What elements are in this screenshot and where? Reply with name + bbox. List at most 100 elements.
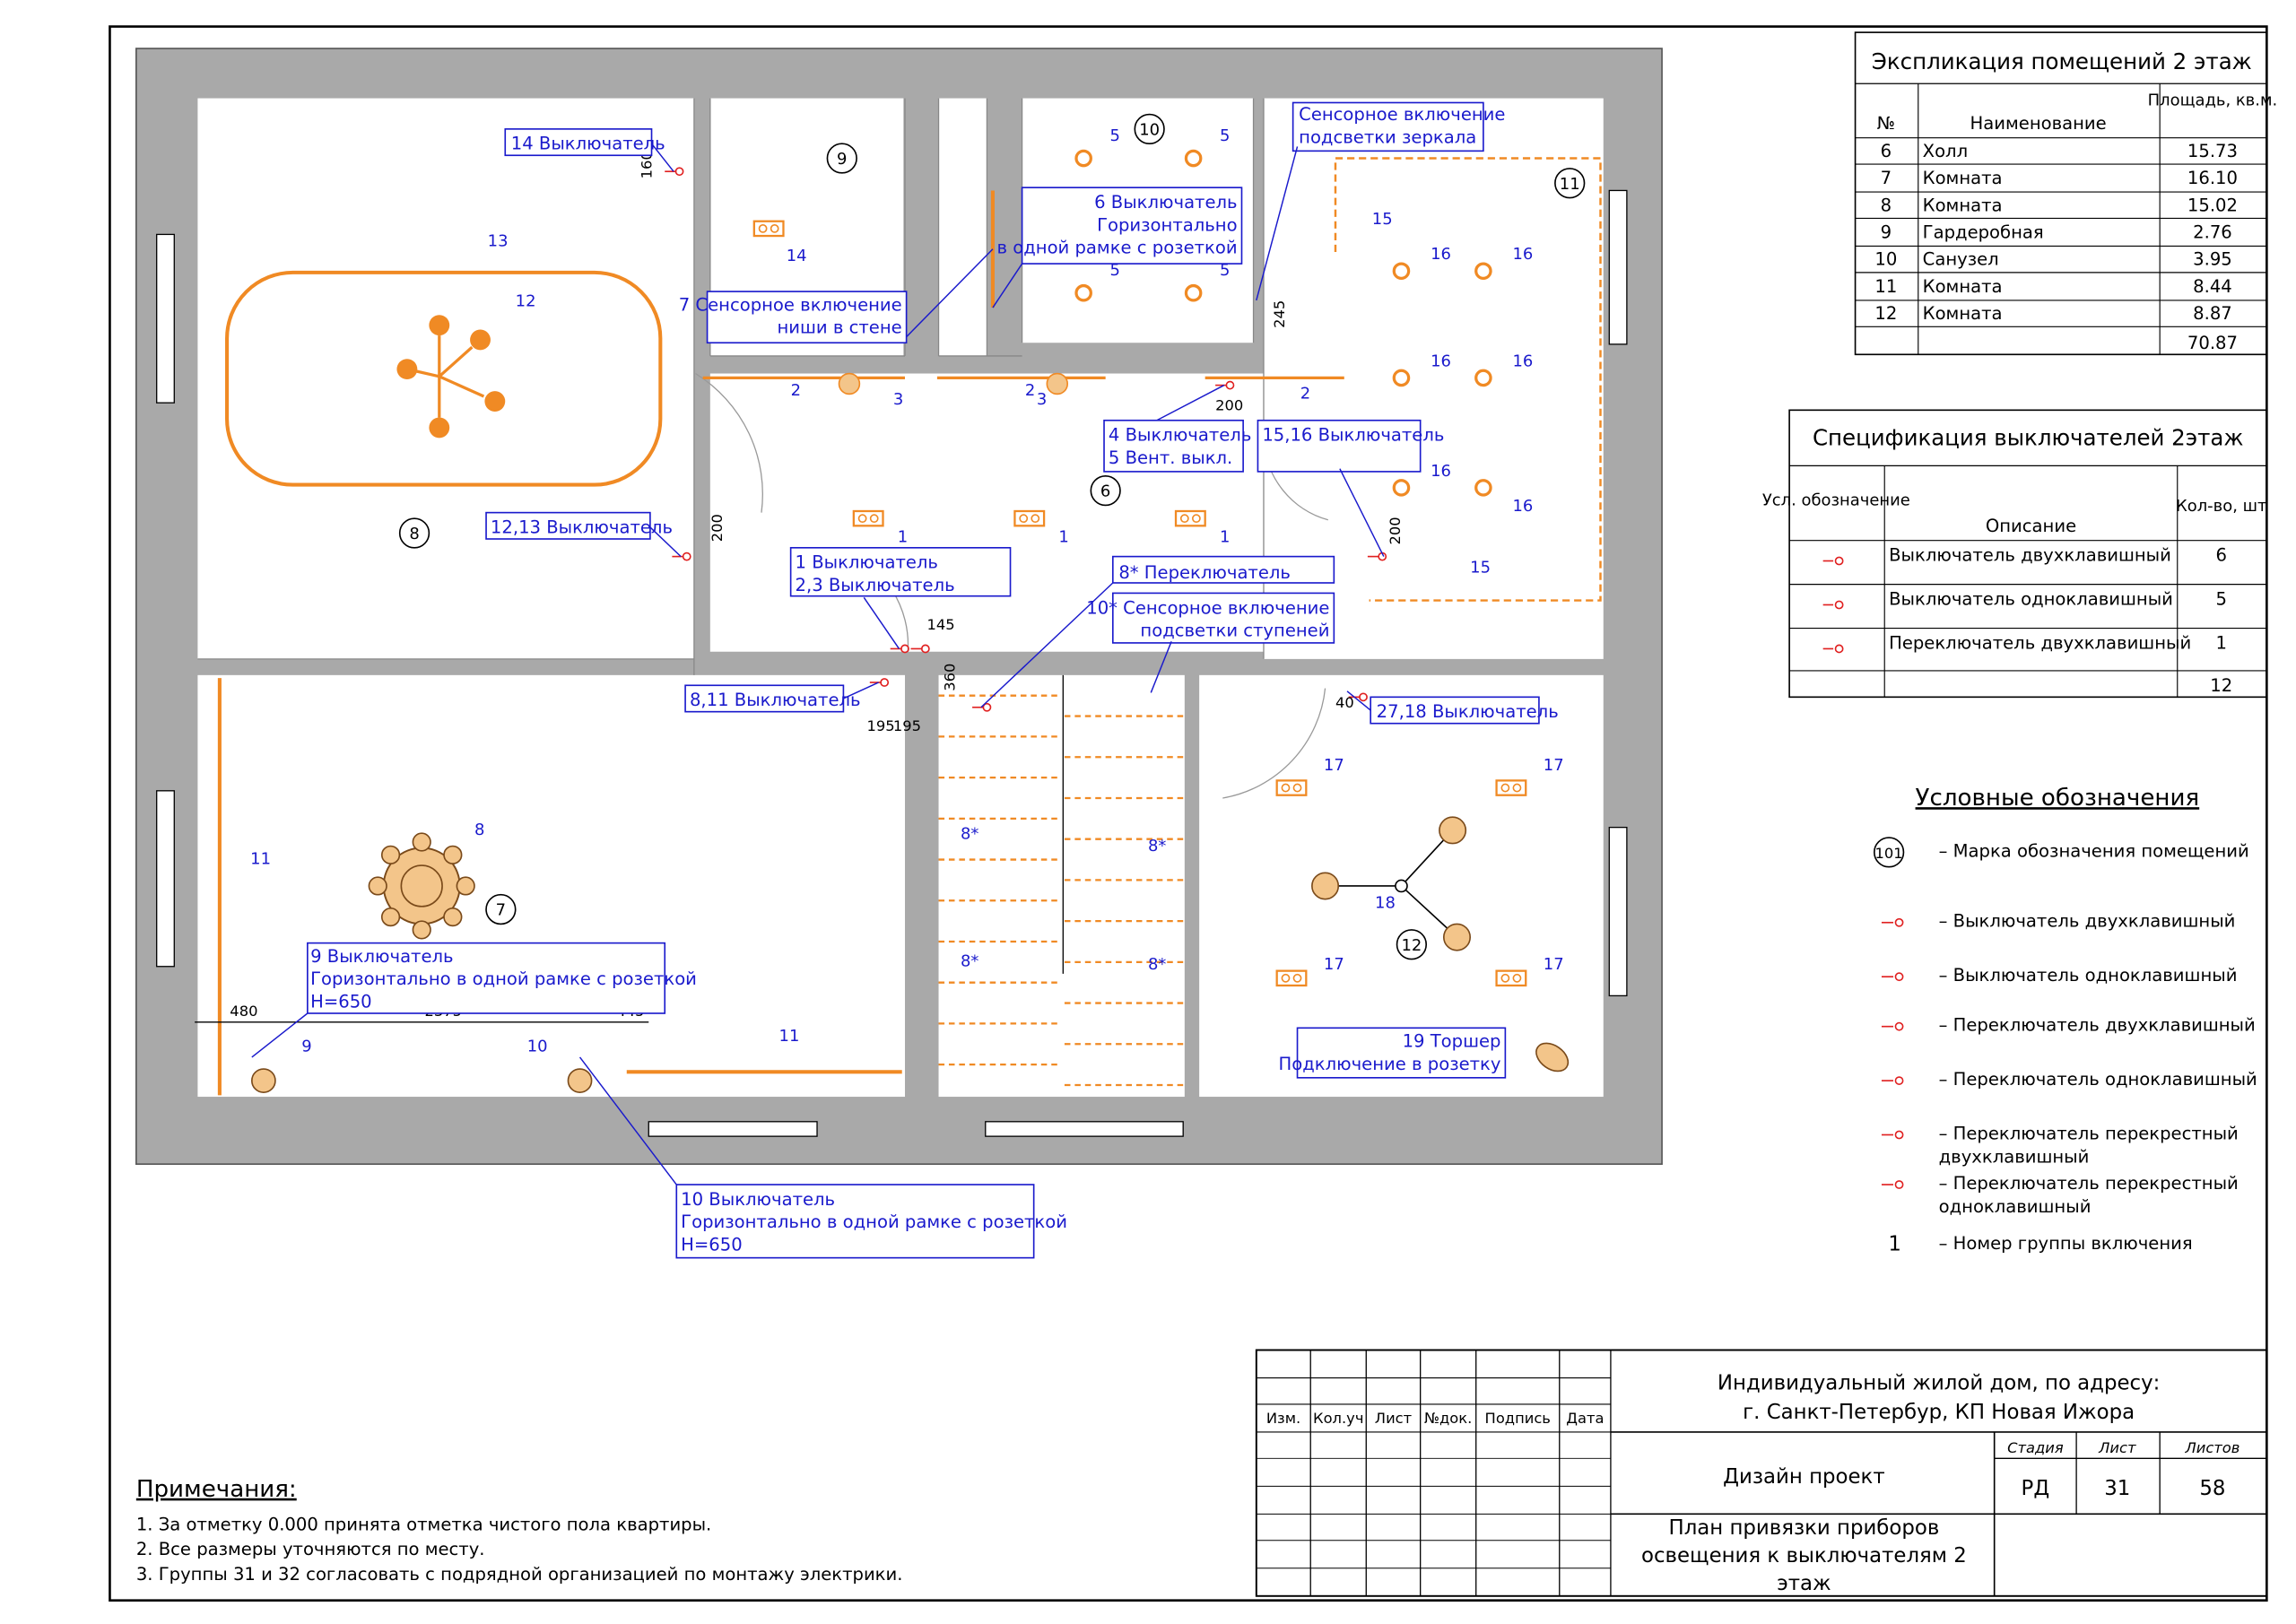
callout-box (1370, 696, 1540, 725)
callout-text: 14 Выключатель (511, 134, 665, 154)
leader-line (863, 596, 900, 649)
callout-text: 27,18 Выключатель (1377, 701, 1559, 722)
double-cross-switch-icon (1881, 1130, 1904, 1140)
arm (413, 369, 440, 378)
total-cell: 70.87 (2187, 333, 2238, 353)
window (156, 790, 175, 968)
callout-text: в одной рамке с розеткой (997, 238, 1238, 258)
callout-text: 6 Выключатель (1094, 192, 1237, 213)
shade (1311, 872, 1340, 900)
switch-icon (890, 644, 909, 654)
fixture-number: 5 (1220, 261, 1230, 280)
room-number: 8 (409, 525, 419, 543)
sconce-icon (567, 1068, 593, 1093)
arm (438, 345, 474, 378)
room-number: 11 (1560, 175, 1580, 194)
wall-light-icon (1275, 779, 1308, 796)
chandelier-shade (443, 845, 463, 864)
dot (1292, 973, 1302, 983)
fixture-number: 3 (1037, 390, 1047, 409)
room-floor (197, 674, 905, 1098)
dot (1281, 783, 1291, 793)
dot (1500, 783, 1510, 793)
cell: 3.95 (2193, 249, 2232, 270)
callout-box (485, 511, 651, 540)
callout-box (684, 684, 845, 713)
col-header: Площадь, кв.м. (2148, 91, 2278, 110)
door-swing (1222, 688, 1326, 799)
callout-text: 8* Переключатель (1118, 562, 1291, 583)
window (156, 233, 175, 404)
cell: 10 (1874, 249, 1897, 270)
cell: Комната (1923, 303, 2003, 324)
spot (1392, 262, 1411, 281)
leader-line (650, 143, 674, 172)
callout-text: 15,16 Выключатель (1262, 425, 1444, 446)
led-strip-13 (225, 270, 663, 487)
leader-line (1339, 468, 1385, 557)
double-switch-icon (1881, 917, 1904, 927)
project-line: Индивидуальный жилой дом, по адресу: (1718, 1372, 2160, 1395)
total-cell: 12 (2210, 675, 2232, 696)
spot (1392, 369, 1411, 387)
switch-icon (869, 678, 890, 687)
callout-text: 5 Вент. выкл. (1109, 447, 1232, 468)
room-marker-icon: 101 (1873, 837, 1905, 868)
cell: 8.44 (2193, 276, 2232, 297)
switch-body (880, 678, 890, 687)
legend-text: – Переключатель одноклавишный (1939, 1069, 2257, 1090)
chandelier-shade (380, 907, 401, 927)
callout-text: 4 Выключатель (1109, 425, 1251, 446)
spotlight-icon (1074, 283, 1092, 302)
dot (1019, 514, 1029, 524)
stamp-col-header: Изм. (1266, 1410, 1300, 1427)
drawing-title-line: освещения к выключателям 2 (1641, 1544, 1967, 1568)
switch-body (900, 644, 909, 654)
ceiling-light-icon (1013, 509, 1046, 527)
window (985, 1121, 1184, 1137)
room-number: 12 (1401, 936, 1422, 955)
spot (1074, 283, 1092, 302)
callout-box (706, 291, 908, 344)
callout-box (1103, 419, 1244, 473)
leader-line (992, 263, 1023, 308)
legend-text: – Марка обозначения помещений (1939, 840, 2249, 861)
fixture-number: 18 (1375, 893, 1396, 912)
switch-body (1225, 380, 1235, 390)
fixture-number: 2 (791, 381, 801, 400)
fixture-number: 17 (1324, 955, 1344, 974)
sheets-header: Листов (2184, 1439, 2239, 1456)
arm (439, 375, 485, 398)
fixture-number: 16 (1513, 352, 1534, 370)
single-changeover-switch-icon (1881, 1076, 1904, 1085)
callout-text: 7 Сенсорное включение (679, 294, 902, 315)
dimension-label: 245 (1271, 300, 1288, 328)
cell: Комната (1923, 168, 2003, 188)
wall-light-icon (752, 220, 785, 238)
callout-text: 12,13 Выключатель (491, 517, 673, 537)
spotlight-icon (1392, 479, 1411, 497)
single-cross-switch-icon (1881, 1180, 1904, 1189)
bulb (429, 315, 450, 336)
switch-icon (665, 167, 684, 177)
bulb (470, 329, 491, 351)
leader-line (649, 526, 682, 558)
cell: 15.02 (2187, 195, 2238, 215)
cell: 11 (1874, 276, 1897, 297)
leader-line (578, 1056, 677, 1185)
room-number: 9 (837, 150, 847, 169)
group-number-icon: 1 (1888, 1232, 1901, 1255)
spec-title: Спецификация выключателей 2этаж (1813, 425, 2244, 451)
stage-header: Стадия (2007, 1439, 2064, 1456)
fixture-number: 5 (1220, 126, 1230, 145)
spotlight-icon (1474, 262, 1492, 281)
dot (770, 223, 779, 233)
spot (1184, 283, 1203, 302)
fixture-number: 2 (1300, 384, 1310, 403)
shade (1439, 816, 1467, 845)
cell: Гардеробная (1923, 221, 2044, 242)
callout-box (675, 1184, 1035, 1259)
sconce-icon (251, 1068, 276, 1093)
stamp-col-header: №док. (1424, 1410, 1472, 1427)
